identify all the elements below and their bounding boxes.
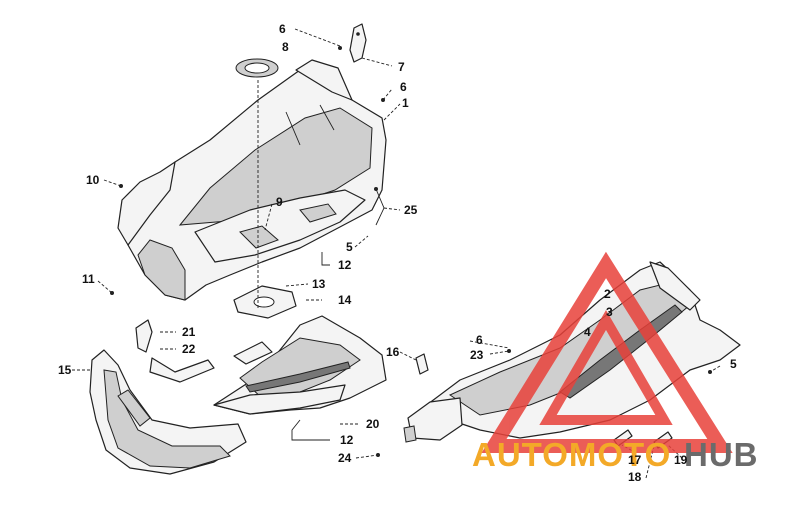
- callout-12: 12: [338, 258, 352, 272]
- callout-3: 3: [606, 305, 613, 319]
- clip-16-part: [415, 353, 429, 375]
- callout-4: 4: [584, 325, 591, 339]
- plate-part: [233, 285, 297, 319]
- ring-gasket-part: [235, 58, 279, 78]
- callout-20: 20: [366, 417, 380, 431]
- upper-chassis-part: [117, 59, 387, 301]
- callout-19: 19: [674, 453, 688, 467]
- callout-22: 22: [182, 342, 196, 356]
- callout-11: 11: [82, 272, 95, 286]
- callout-6: 6: [476, 333, 483, 347]
- callout-5: 5: [730, 357, 737, 371]
- watermark-triangle-inner: [539, 310, 673, 425]
- callout-23: 23: [470, 348, 484, 362]
- watermark-text-automoto: AUTOMOTO: [472, 436, 671, 473]
- callout-24: 24: [338, 451, 352, 465]
- callout-1: 1: [402, 96, 409, 110]
- callout-18: 18: [628, 470, 642, 484]
- bracket-21-part: [135, 319, 153, 353]
- callout-7: 7: [398, 60, 405, 74]
- callout-9: 9: [276, 195, 283, 209]
- callout-10: 10: [86, 173, 100, 187]
- bracket-part: [349, 23, 367, 63]
- callout-21: 21: [182, 325, 196, 339]
- watermark-triangle-outer: [481, 251, 733, 453]
- front-bumper-part: [89, 349, 247, 475]
- bracket-22-part: [149, 357, 215, 383]
- callout-13: 13: [312, 277, 326, 291]
- callout-6: 6: [279, 22, 286, 36]
- callout-2: 2: [604, 287, 611, 301]
- callout-5: 5: [346, 240, 353, 254]
- callout-8: 8: [282, 40, 289, 54]
- callout-16: 16: [386, 345, 400, 359]
- callout-17: 17: [628, 453, 642, 467]
- callout-25: 25: [404, 203, 418, 217]
- callout-labels: 6 8 7 6 1 10 9 25 5 12 11 13 14 2 3 21 2…: [58, 22, 737, 484]
- callout-6: 6: [400, 80, 407, 94]
- watermark-logo: [481, 251, 733, 453]
- lower-belly-pan-part: [213, 315, 387, 415]
- callout-14: 14: [338, 293, 352, 307]
- callout-15: 15: [58, 363, 72, 377]
- watermark-text-hub: HUB: [684, 436, 759, 473]
- callout-12: 12: [340, 433, 354, 447]
